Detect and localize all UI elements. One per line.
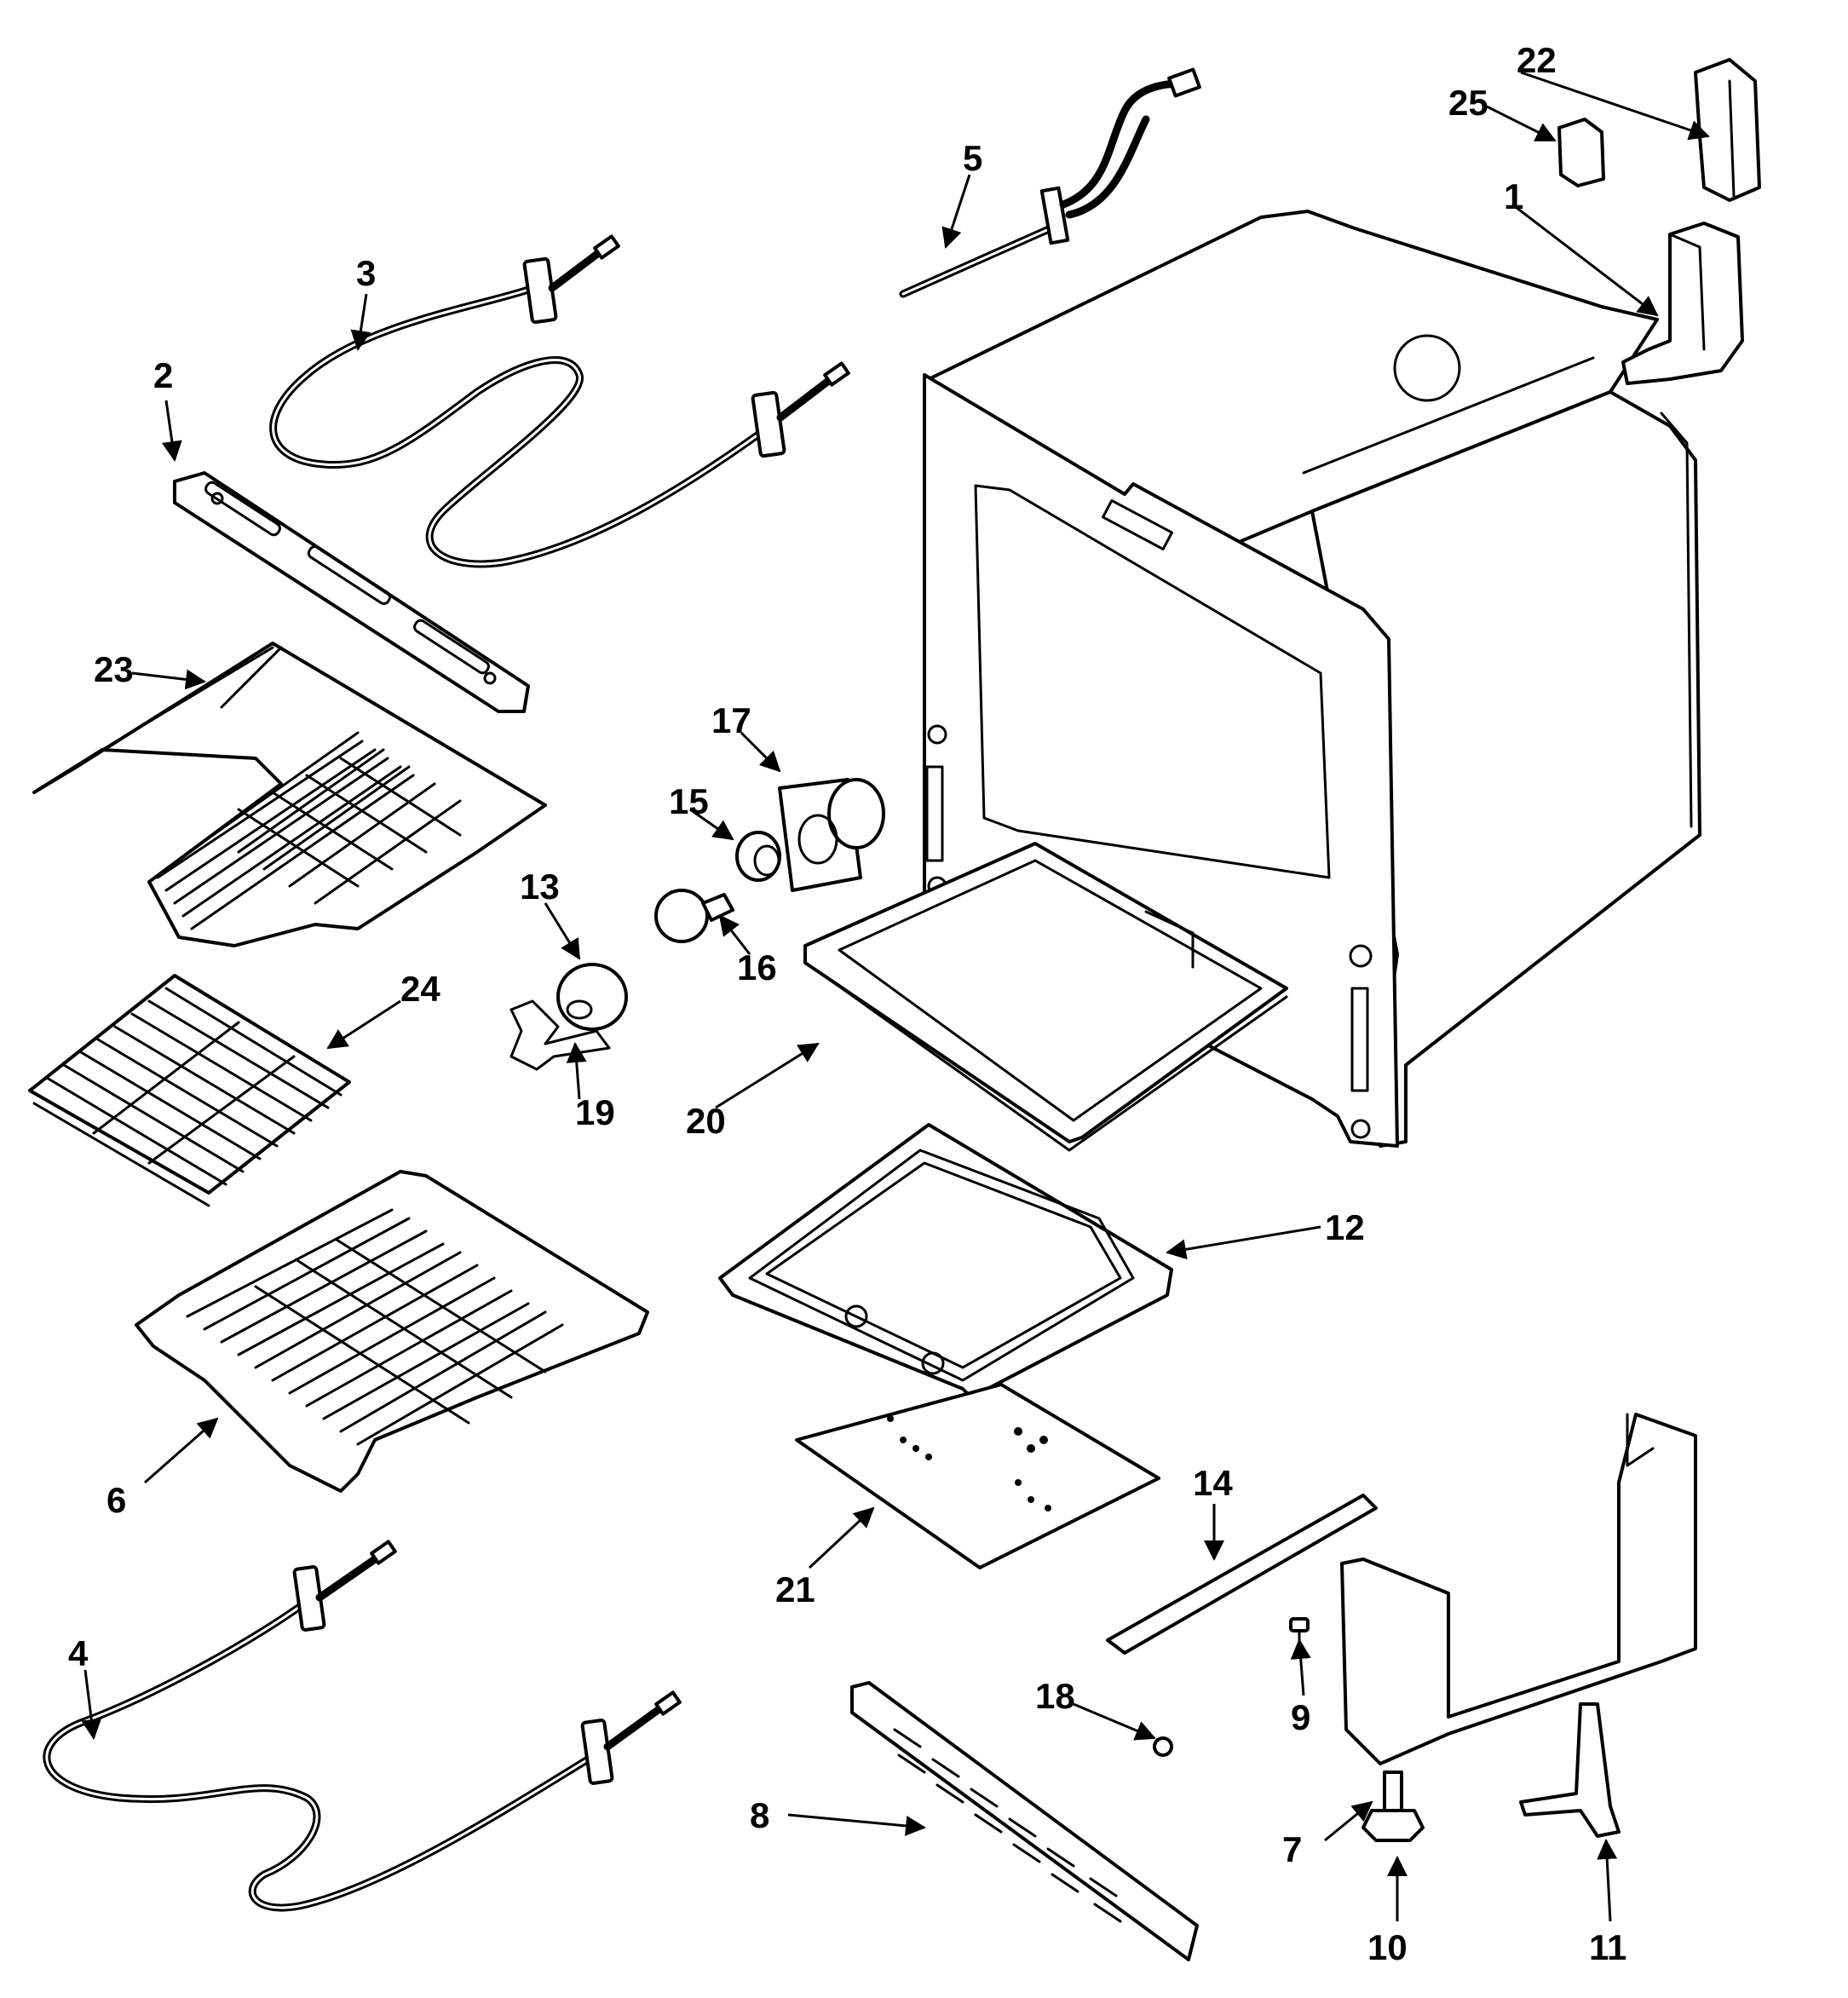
part-4-bake-element: [43, 1540, 682, 1912]
part-21-bottom-shield: [795, 1383, 1160, 1569]
callout-6: 6: [107, 1480, 126, 1520]
callout-12: 12: [1325, 1207, 1365, 1247]
callout-19: 19: [575, 1092, 615, 1132]
part-23-broil-pan-assembly: [32, 642, 547, 947]
callout-17: 17: [711, 700, 751, 740]
part-22-insulation-cover: [1694, 58, 1761, 202]
callout-14: 14: [1193, 1463, 1233, 1503]
part-9-screw: [1289, 1617, 1310, 1644]
callout-9: 9: [1291, 1697, 1310, 1737]
part-7-bracket: [1340, 1413, 1697, 1765]
leader-arrows: [81, 71, 1710, 1922]
part-25-bracket: [1557, 118, 1605, 187]
part-13-light-lens: [556, 963, 628, 1031]
callout-8: 8: [750, 1795, 769, 1835]
callout-18: 18: [1035, 1676, 1075, 1716]
callout-16: 16: [737, 947, 777, 987]
callout-24: 24: [400, 969, 440, 1009]
part-8-vent-panel: [850, 1681, 1199, 1961]
part-2-bracket: [173, 471, 530, 713]
part-24-oven-rack-half: [28, 974, 351, 1207]
callout-15: 15: [669, 781, 709, 821]
part-10-leveling-leg: [1362, 1771, 1425, 1842]
part-19-lens-clip: [509, 999, 611, 1071]
part-16-light-bulb: [654, 889, 734, 943]
callout-25: 25: [1448, 83, 1488, 123]
part-15-light-socket: [735, 831, 781, 882]
part-3-broil-element: [269, 234, 850, 568]
callout-7: 7: [1282, 1829, 1302, 1869]
part-14-rail: [1106, 1494, 1378, 1655]
part-20-oven-bottom-pan: [803, 842, 1288, 1152]
callout-13: 13: [520, 867, 560, 907]
part-11-anti-tip-bracket: [1519, 1702, 1621, 1838]
part-6-oven-rack: [135, 1170, 649, 1493]
callout-2: 2: [153, 355, 173, 395]
part-1-vent-duct: [1621, 222, 1744, 385]
part-18-grommet: [1153, 1736, 1173, 1757]
callout-5: 5: [963, 138, 982, 178]
callout-10: 10: [1367, 1927, 1408, 1967]
callout-4: 4: [68, 1633, 89, 1673]
callout-labels: 22 25 1 5 3 2 23 17 15 16 13 19 24 20 12…: [68, 40, 1626, 1967]
part-5-oven-sensor: [899, 67, 1201, 298]
callout-23: 23: [94, 649, 134, 689]
callout-3: 3: [356, 253, 376, 293]
part-17-light-housing: [778, 778, 885, 892]
callout-22: 22: [1517, 40, 1557, 80]
callout-21: 21: [775, 1569, 815, 1609]
callout-1: 1: [1504, 176, 1523, 216]
part-12-bottom-panel: [718, 1123, 1173, 1399]
callout-20: 20: [686, 1101, 726, 1141]
callout-11: 11: [1589, 1927, 1626, 1967]
